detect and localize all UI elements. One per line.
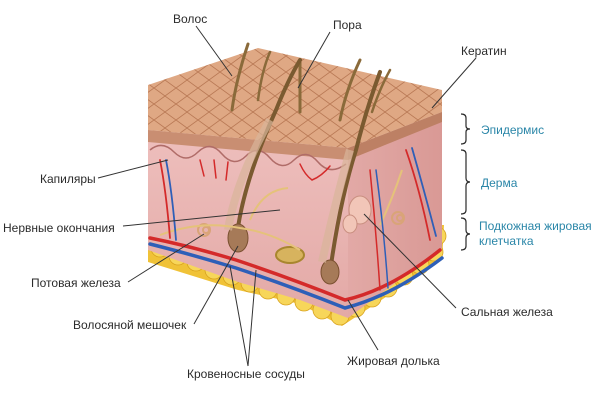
label-hair: Волос xyxy=(173,12,208,26)
label-capillaries: Капиляры xyxy=(40,172,96,186)
sebaceous-gland xyxy=(342,195,372,234)
label-hair-follicle: Волосяной мешочек xyxy=(73,318,187,332)
layer-dermis-label: Дерма xyxy=(481,176,518,190)
dermis-layer xyxy=(148,112,442,318)
blood-vessels xyxy=(148,147,444,310)
epidermis-layer xyxy=(148,48,442,171)
layer-brackets xyxy=(460,113,471,251)
label-fat-lobule: Жировая долька xyxy=(347,354,440,368)
label-pore: Пора xyxy=(333,18,362,32)
leader-lines xyxy=(97,25,477,367)
label-sweat-gland: Потовая железа xyxy=(31,276,121,290)
layer-subcutaneous-label-2: клетчатка xyxy=(479,234,534,248)
layer-subcutaneous-label-1: Подкожная жировая xyxy=(479,219,592,233)
label-blood-vessels: Кровеносные сосуды xyxy=(187,367,305,381)
label-nerve-endings: Нервные окончания xyxy=(3,221,115,235)
sweat-glands xyxy=(197,211,405,264)
layer-epidermis-label: Эпидермис xyxy=(481,123,545,137)
label-keratin: Кератин xyxy=(461,44,507,58)
label-sebaceous-gland: Сальная железа xyxy=(461,305,553,319)
hair-follicles xyxy=(224,118,354,285)
